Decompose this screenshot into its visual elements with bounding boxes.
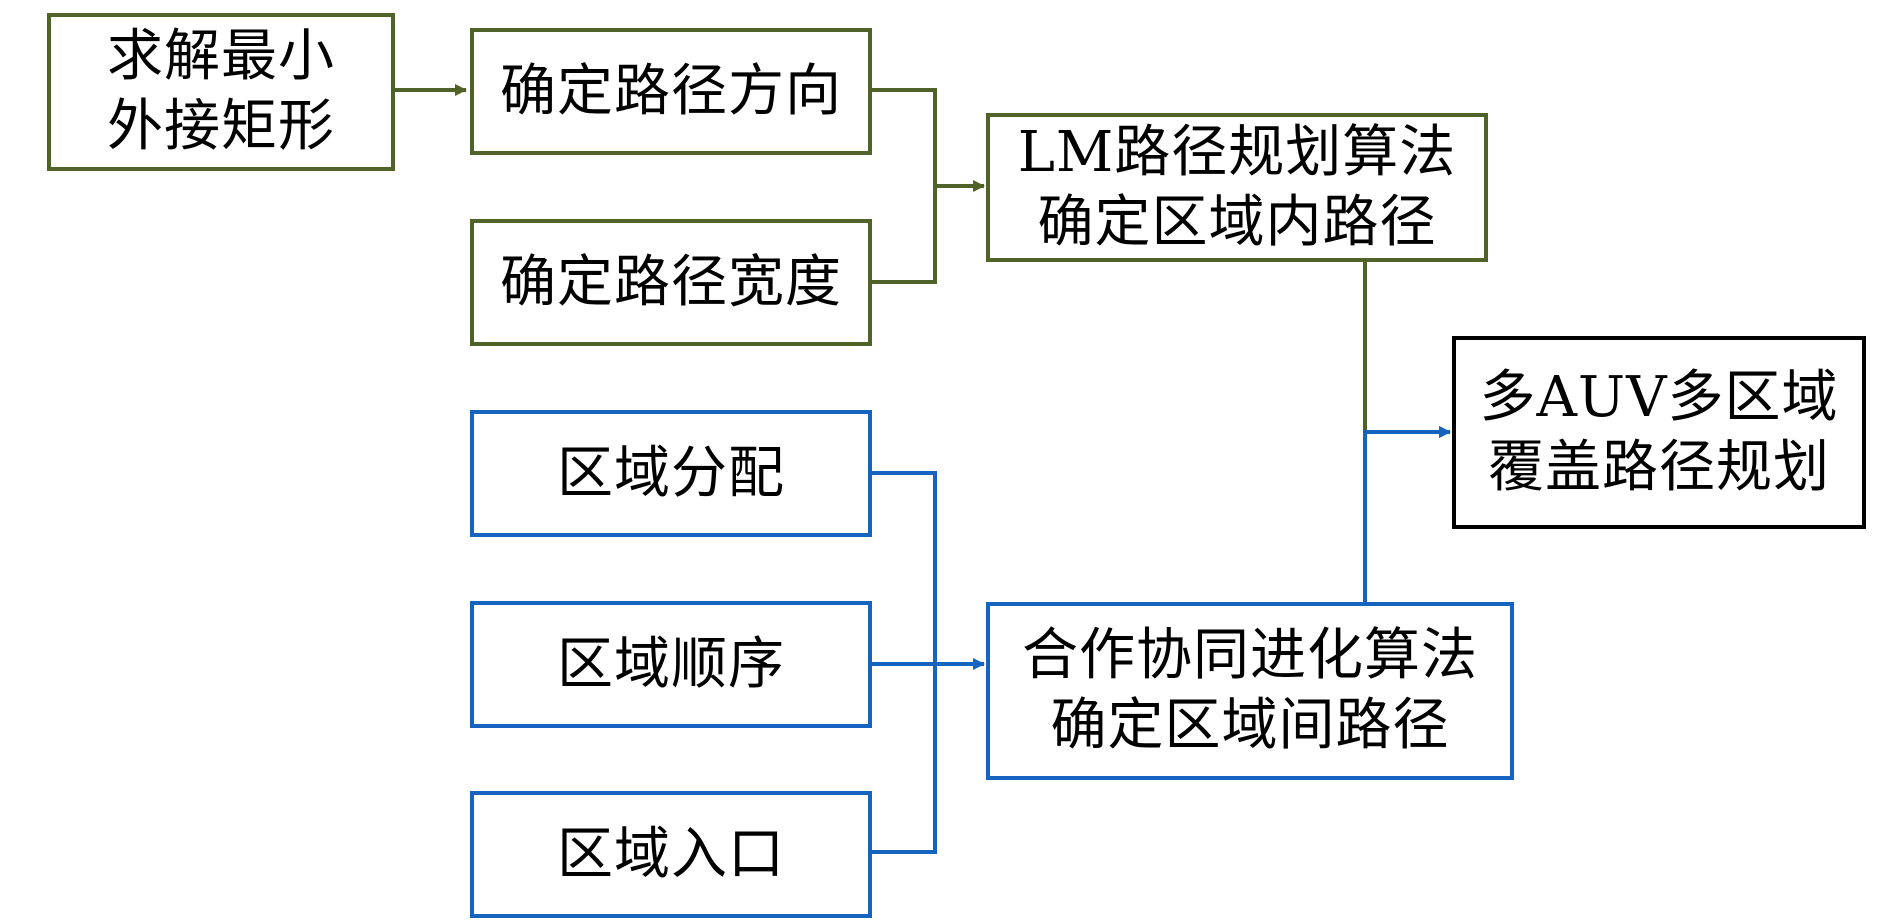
node-min-rect: 求解最小 外接矩形: [47, 13, 395, 171]
node-region-assignment: 区域分配: [470, 410, 872, 537]
node-coevolution: 合作协同进化算法 确定区域间路径: [986, 602, 1514, 780]
arrow-lm-to-final: [1363, 262, 1451, 438]
node-final: 多AUV多区域 覆盖路径规划: [1452, 336, 1866, 529]
arrow-coevolution-to-final: [1363, 426, 1451, 602]
node-lm-planning: LM路径规划算法 确定区域内路径: [986, 113, 1488, 262]
node-path-width: 确定路径宽度: [470, 219, 872, 346]
node-region-entry: 区域入口: [470, 791, 872, 918]
node-region-order: 区域顺序: [470, 601, 872, 728]
connector-direction-to-merge: [872, 88, 937, 284]
node-path-direction: 确定路径方向: [470, 28, 872, 155]
